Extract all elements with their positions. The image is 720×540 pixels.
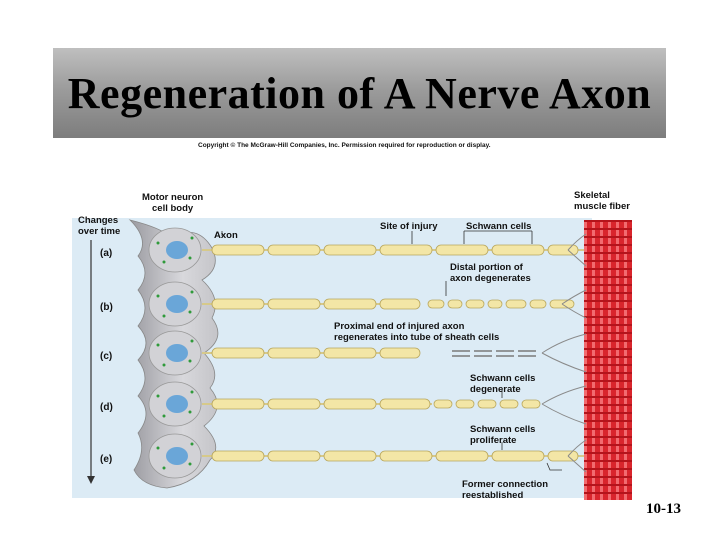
label-former-connection-2: reestablished xyxy=(462,490,523,501)
title-bar: Regeneration of A Nerve Axon xyxy=(53,48,666,138)
nerve-endings xyxy=(541,233,587,473)
slide-number: 10-13 xyxy=(646,501,681,517)
label-proximal-2: regenerates into tube of sheath cells xyxy=(334,332,499,343)
label-schwann-degenerate-1: Schwann cells xyxy=(470,373,535,384)
axon-row-d xyxy=(202,398,541,410)
label-distal-1: Distal portion of xyxy=(450,262,524,273)
axon-row-a xyxy=(202,244,584,256)
label-motor-neuron-1: Motor neuron xyxy=(142,192,203,203)
label-former-connection-1: Former connection xyxy=(462,479,548,490)
label-distal-2: axon degenerates xyxy=(450,273,531,284)
stage-label-b: (b) xyxy=(100,302,113,313)
cell-body-e xyxy=(148,433,202,479)
diagram-svg: (a) (b) (c) (d) (e) Motor neuron cell bo… xyxy=(72,190,632,501)
label-schwann-degenerate-2: degenerate xyxy=(470,384,521,395)
stage-label-c: (c) xyxy=(100,351,112,362)
axon-row-b xyxy=(202,298,575,310)
label-changes-1: Changes xyxy=(78,215,118,226)
annotation-leaders xyxy=(221,230,562,471)
label-schwann-proliferate-2: proliferate xyxy=(470,435,516,446)
stage-label-a: (a) xyxy=(100,248,112,259)
label-motor-neuron-2: cell body xyxy=(152,203,194,214)
axon-row-e xyxy=(202,450,584,462)
label-axon: Axon xyxy=(214,230,238,241)
slide-title: Regeneration of A Nerve Axon xyxy=(67,68,652,118)
cell-body-b xyxy=(148,281,202,327)
cell-body-d xyxy=(148,381,202,427)
label-site-of-injury: Site of injury xyxy=(380,221,438,232)
axon-row-c xyxy=(202,347,536,359)
label-proximal-1: Proximal end of injured axon xyxy=(334,321,465,332)
label-skeletal-2: muscle fiber xyxy=(574,201,630,212)
label-skeletal-1: Skeletal xyxy=(574,190,610,201)
label-schwann-proliferate-1: Schwann cells xyxy=(470,424,535,435)
nerve-regeneration-figure: (a) (b) (c) (d) (e) Motor neuron cell bo… xyxy=(72,188,642,503)
time-arrow-head xyxy=(87,476,95,484)
cell-body-a xyxy=(148,227,202,273)
stage-label-e: (e) xyxy=(100,454,112,465)
label-schwann-cells: Schwann cells xyxy=(466,221,531,232)
skeletal-muscle-fiber xyxy=(584,220,632,500)
label-changes-2: over time xyxy=(78,226,120,237)
copyright-notice: Copyright © The McGraw-Hill Companies, I… xyxy=(198,142,491,149)
stage-label-d: (d) xyxy=(100,402,113,413)
cell-body-c xyxy=(148,330,202,376)
